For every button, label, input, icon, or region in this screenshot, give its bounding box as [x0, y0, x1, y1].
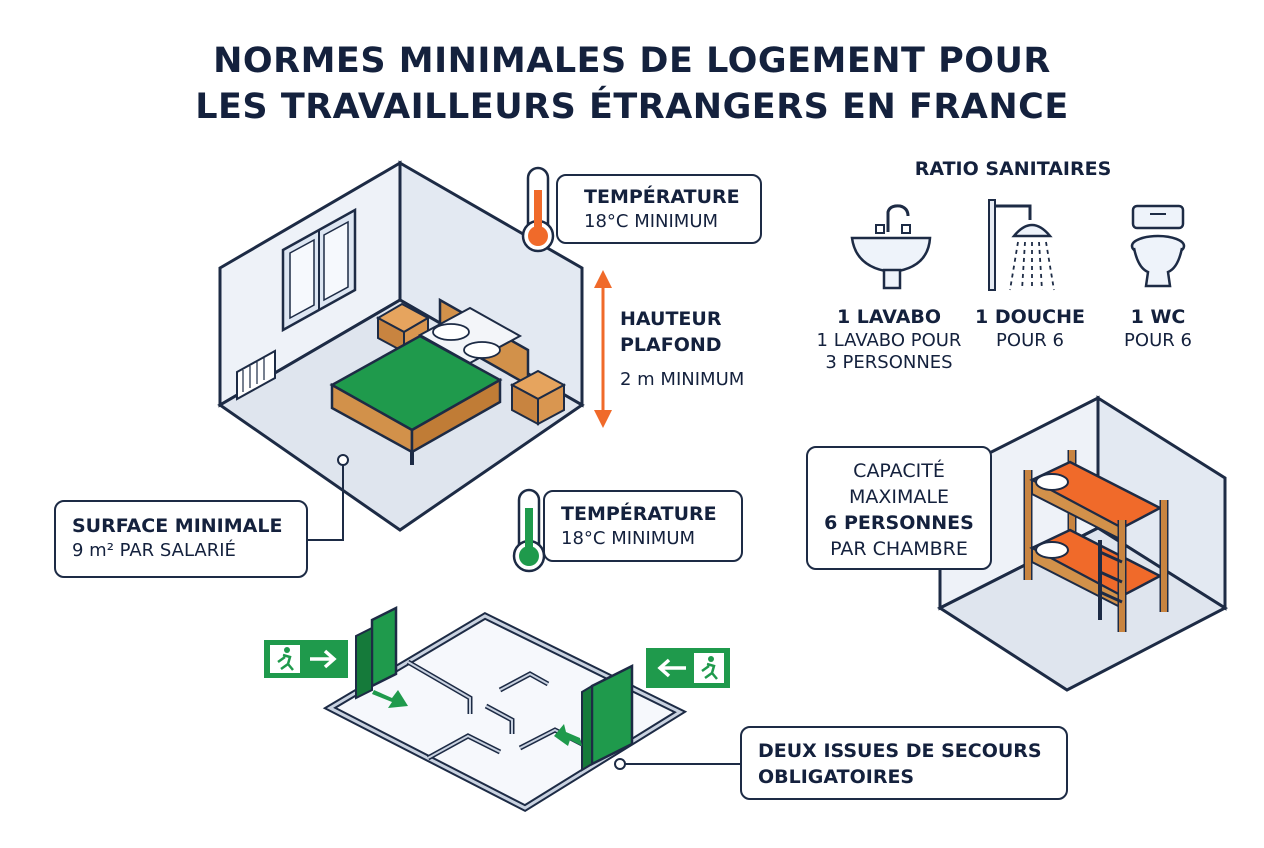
exits-callout: DEUX ISSUES DE SECOURS OBLIGATOIRES — [740, 726, 1068, 800]
sink-ratio-title: 1 LAVABO — [836, 306, 942, 328]
ceiling-value: 2 m MINIMUM — [620, 369, 745, 390]
bunk-bed-icon — [1023, 450, 1169, 632]
sink-ratio-line-2: 3 PERSONNES — [825, 352, 953, 373]
title-line-2: LES TRAVAILLEURS ÉTRANGERS EN FRANCE — [195, 87, 1069, 127]
shower-icon — [988, 199, 1055, 291]
toilet-ratio-title: 1 WC — [1130, 306, 1186, 328]
shower-ratio-title: 1 DOUCHE — [974, 306, 1085, 328]
surface-callout: SURFACE MINIMALE 9 m² PAR SALARIÉ — [54, 500, 308, 578]
radiator-icon — [236, 349, 276, 401]
surface-label: SURFACE MINIMALE — [72, 515, 283, 537]
exits-line-2: OBLIGATOIRES — [758, 766, 915, 788]
temperature-value: 18°C MINIMUM — [561, 528, 696, 549]
capacity-line-2: MAXIMALE — [849, 486, 949, 508]
exit-sign-icon — [264, 640, 348, 678]
capacity-line-4: PAR CHAMBRE — [830, 538, 968, 560]
bed-icon — [329, 297, 530, 465]
temperature-callout-top: TEMPÉRATURE 18°C MINIMUM — [556, 174, 762, 244]
ceiling-label-line-2: PLAFOND — [620, 334, 722, 356]
ceiling-height-label: HAUTEUR PLAFOND 2 m MINIMUM — [620, 306, 744, 392]
temperature-label: TEMPÉRATURE — [561, 503, 717, 525]
toilet-icon — [1130, 204, 1186, 288]
door-icon — [581, 663, 634, 772]
sink-ratio-line-1: 1 LAVABO POUR — [816, 330, 962, 351]
shower-ratio-line-1: POUR 6 — [996, 330, 1064, 351]
floor-plan-illustration — [322, 605, 740, 813]
ceiling-label-line-1: HAUTEUR — [620, 308, 722, 330]
bedroom-illustration — [217, 160, 585, 541]
arrow-icon — [372, 690, 408, 708]
title-line-1: NORMES MINIMALES DE LOGEMENT POUR — [213, 41, 1051, 81]
exits-line-1: DEUX ISSUES DE SECOURS — [758, 740, 1042, 762]
window-icon — [281, 207, 357, 333]
sanitaires-heading: RATIO SANITAIRES — [914, 158, 1112, 180]
page-title: NORMES MINIMALES DE LOGEMENT POUR LES TR… — [0, 38, 1264, 130]
capacity-line-3: 6 PERSONNES — [824, 512, 974, 534]
sink-ratio-label: 1 LAVABO 1 LAVABO POUR 3 PERSONNES — [806, 304, 972, 374]
height-arrow-icon — [594, 270, 612, 428]
temperature-value: 18°C MINIMUM — [584, 211, 719, 232]
toilet-ratio-label: 1 WC POUR 6 — [1100, 304, 1216, 352]
temperature-callout-bottom: TEMPÉRATURE 18°C MINIMUM — [543, 490, 743, 562]
capacity-line-1: CAPACITÉ — [853, 460, 945, 482]
exit-sign-icon — [646, 648, 730, 688]
capacity-callout: CAPACITÉ MAXIMALE 6 PERSONNES PAR CHAMBR… — [806, 446, 992, 570]
surface-value: 9 m² PAR SALARIÉ — [72, 540, 236, 561]
shower-ratio-label: 1 DOUCHE POUR 6 — [960, 304, 1100, 352]
thermometer-icon — [512, 488, 546, 573]
door-icon — [355, 605, 398, 700]
toilet-ratio-line-1: POUR 6 — [1124, 330, 1192, 351]
thermometer-icon — [521, 166, 566, 253]
nightstand-icon — [509, 369, 567, 426]
temperature-label: TEMPÉRATURE — [584, 186, 740, 208]
arrow-icon — [554, 724, 582, 746]
sink-icon — [850, 204, 932, 290]
